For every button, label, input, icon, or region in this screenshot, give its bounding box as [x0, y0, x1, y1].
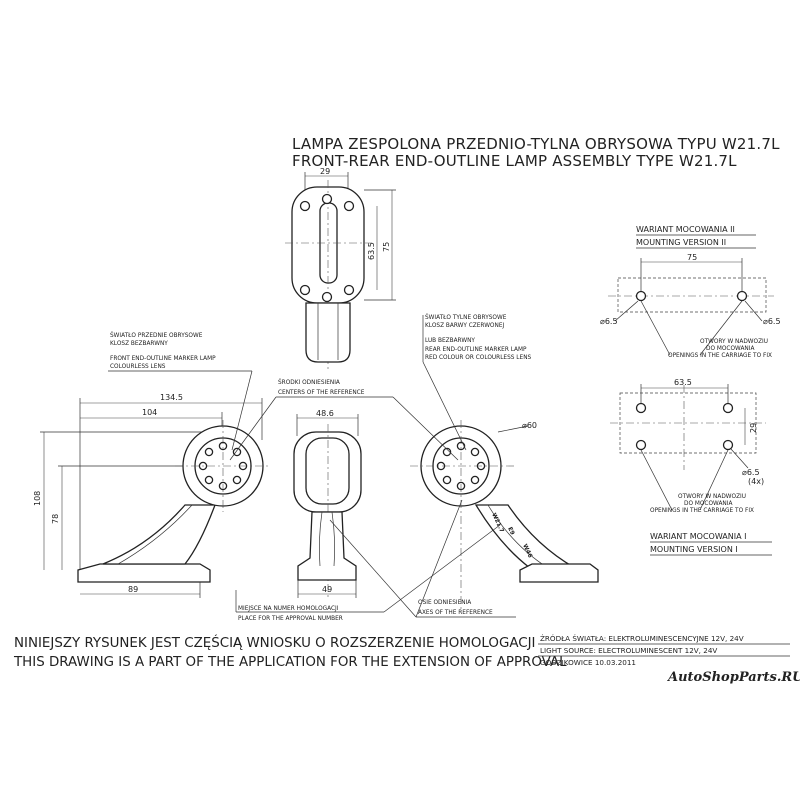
front-lamp-line-3: FRONT END-OUTLINE MARKER LAMP [110, 356, 216, 362]
callout-approval-place: MIEJSCE NA NUMER HOMOLOGACJI PLACE FOR T… [235, 524, 501, 622]
dim-top-inner: 63.5 [367, 242, 376, 260]
led-ring-left [198, 441, 248, 491]
v1-count: (4x) [748, 477, 764, 486]
rear-lamp-line-4: REAR END-OUTLINE MARKER LAMP [425, 347, 527, 353]
mark-e9: E9 [506, 526, 515, 536]
v1-hole: ⌀6.5 [742, 468, 760, 477]
title-block: LAMPA ZESPOLONA PRZEDNIO-TYLNA OBRYSOWA … [292, 135, 780, 170]
ref-centers-pl: ŚRODKI ODNIESIENIA [278, 379, 340, 386]
front-view: 48.6 49 [293, 409, 362, 600]
mounting-version-1: 63.5 29 ⌀6.5 (4x) OTWORY W NADWOZIU DO M… [610, 378, 772, 556]
callout-front-lamp: ŚWIATŁO PRZEDNIE OBRYSOWE KLOSZ BEZBARWN… [108, 332, 253, 451]
rear-lamp-line-5: RED COLOUR OR COLOURLESS LENS [425, 355, 532, 361]
v1-title-pl: WARIANT MOCOWANIA I [650, 532, 747, 541]
dim-side-total: 134.5 [160, 393, 183, 402]
side-view: 134.5 104 108 78 89 [33, 393, 270, 598]
dim-front-head: 48.6 [316, 409, 334, 418]
callout-rear-lamp: ŚWIATŁO TYLNE OBRYSOWE KLOSZ BARWY CZERW… [422, 314, 532, 451]
approval-place-en: PLACE FOR THE APPROVAL NUMBER [238, 616, 343, 622]
ref-centers-en: CENTERS OF THE REFERENCE [278, 390, 365, 396]
place-date: GODZIKOWICE 10.03.2011 [540, 658, 636, 667]
v1-note-3: OPENINGS IN THE CARRIAGE TO FIX [650, 508, 754, 514]
v1-span: 63.5 [674, 378, 692, 387]
v1-note-1: OTWORY W NADWOZIU [678, 494, 746, 500]
footer-note: NINIEJSZY RYSUNEK JEST CZĘŚCIĄ WNIOSKU O… [13, 633, 567, 670]
dim-side-center: 78 [51, 514, 60, 524]
ref-axes-en: AXES OF THE REFERENCE [418, 610, 493, 616]
rear-view: ⌀60 W21.7 E9 W46 [410, 420, 599, 612]
ref-axes-pl: OSIE ODNIESIENIA [418, 600, 471, 606]
dim-top-width: 29 [320, 167, 330, 176]
v2-note-1: OTWORY W NADWOZIU [700, 339, 768, 345]
front-lamp-line-4: COLOURLESS LENS [110, 364, 166, 370]
v1-vert: 29 [749, 423, 758, 433]
source-en: LIGHT SOURCE: ELECTROLUMINESCENT 12V, 24… [540, 646, 717, 655]
footer-note-en: THIS DRAWING IS A PART OF THE APPLICATIO… [13, 655, 567, 670]
footer-note-pl: NINIEJSZY RYSUNEK JEST CZĘŚCIĄ WNIOSKU O… [14, 633, 536, 651]
dim-side-base: 89 [128, 585, 138, 594]
v2-note-3: OPENINGS IN THE CARRIAGE TO FIX [668, 353, 772, 359]
rear-lamp-line-1: ŚWIATŁO TYLNE OBRYSOWE [425, 314, 507, 321]
v2-hole-right: ⌀6.5 [763, 317, 781, 326]
front-lamp-line-2: KLOSZ BEZBARWNY [110, 341, 168, 347]
top-view: 29 63.5 75 [285, 167, 396, 370]
mounting-version-2: WARIANT MOCOWANIA II MOUNTING VERSION II… [600, 225, 781, 359]
dim-rear-diameter: ⌀60 [522, 421, 537, 430]
v1-title-en: MOUNTING VERSION I [650, 545, 738, 554]
callout-reference-axes: OSIE ODNIESIENIA AXES OF THE REFERENCE [329, 499, 516, 618]
dim-top-height: 75 [382, 242, 391, 252]
led-ring-right [436, 441, 486, 491]
mark-w46: W46 [521, 543, 533, 559]
v2-span: 75 [687, 253, 697, 262]
callout-reference-centers: ŚRODKI ODNIESIENIA CENTERS OF THE REFERE… [229, 379, 459, 461]
rear-lamp-line-3: LUB BEZBARWNY [425, 338, 475, 344]
v2-note-2: DO MOCOWANIA [706, 346, 754, 352]
v2-hole-left: ⌀6.5 [600, 317, 618, 326]
front-lamp-line-1: ŚWIATŁO PRZEDNIE OBRYSOWE [110, 332, 203, 339]
source-pl: ŹRÓDŁA ŚWIATŁA: ELEKTROLUMINESCENCYJNE 1… [540, 634, 744, 643]
dim-side-reach: 104 [142, 408, 157, 417]
title-pl: LAMPA ZESPOLONA PRZEDNIO-TYLNA OBRYSOWA … [292, 135, 780, 153]
v1-note-2: DO MOCOWANIA [684, 501, 732, 507]
watermark: AutoShopParts.RU [666, 670, 800, 685]
approval-place-pl: MIEJSCE NA NUMER HOMOLOGACJI [238, 606, 339, 612]
title-en: FRONT-REAR END-OUTLINE LAMP ASSEMBLY TYP… [292, 152, 737, 170]
dim-side-height: 108 [33, 491, 42, 506]
v2-title-pl: WARIANT MOCOWANIA II [636, 225, 735, 234]
v2-title-en: MOUNTING VERSION II [636, 238, 726, 247]
rear-lamp-line-2: KLOSZ BARWY CZERWONEJ [425, 323, 504, 329]
footer-source: ŹRÓDŁA ŚWIATŁA: ELEKTROLUMINESCENCYJNE 1… [538, 634, 790, 667]
dim-front-base: 49 [322, 585, 332, 594]
